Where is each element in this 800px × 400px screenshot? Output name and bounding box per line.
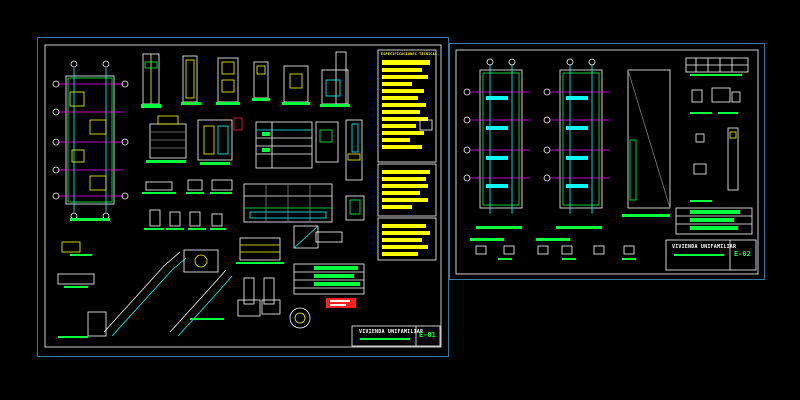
sheet-2-title: VIVIENDA UNIFAMILIAR bbox=[672, 244, 737, 250]
specifications-panel bbox=[377, 49, 437, 261]
spec-panel-heading: ESPECIFICACIONES TECNICAS bbox=[381, 52, 438, 56]
floor-plan-2b bbox=[543, 58, 610, 229]
floor-plan-2a bbox=[463, 58, 530, 229]
sheet-1-number: E-01 bbox=[419, 331, 436, 339]
sheet-1-title: VIVIENDA UNIFAMILIAR bbox=[359, 329, 424, 335]
floor-plan-2c bbox=[622, 69, 671, 217]
title-block-2 bbox=[665, 239, 757, 271]
middle-details bbox=[142, 115, 365, 230]
footing-details bbox=[470, 238, 636, 260]
sheet-2-border bbox=[449, 43, 765, 280]
column-details-row bbox=[141, 51, 350, 108]
floor-plan-1 bbox=[52, 60, 129, 221]
sheet-1-border bbox=[37, 37, 449, 357]
sheet-2-details bbox=[675, 57, 753, 235]
lower-details bbox=[57, 225, 365, 338]
sheet-2-number: E-02 bbox=[734, 250, 751, 258]
title-block-1 bbox=[351, 325, 441, 347]
